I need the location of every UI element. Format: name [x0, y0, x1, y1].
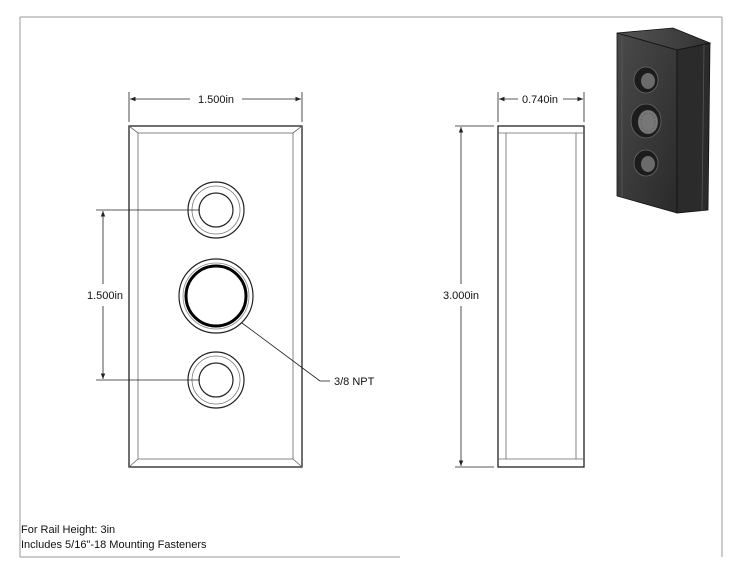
- sheet-border: [19, 16, 723, 558]
- note-rail-height: For Rail Height: 3in: [21, 524, 116, 536]
- front-view-chamfer: [137, 132, 294, 460]
- side-view-outline: [497, 125, 585, 468]
- note-fasteners: Includes 5/16"-18 Mounting Fasteners: [21, 539, 207, 551]
- side-depth-dimension: 0.740in: [497, 92, 585, 122]
- isometric-npt-hole: [630, 103, 662, 139]
- side-height-label: 3.000in: [443, 290, 479, 302]
- hole-spacing-dimension: 1.500in: [87, 209, 200, 381]
- front-width-label: 1.500in: [198, 94, 234, 106]
- isometric-render: [616, 27, 712, 214]
- npt-callout: 3/8 NPT: [241, 322, 375, 388]
- side-view: 0.740in 3.000in: [443, 92, 585, 468]
- isometric-top-hole: [633, 66, 659, 94]
- front-view-outline: [128, 125, 303, 468]
- side-depth-label: 0.740in: [522, 94, 558, 106]
- front-view: 1.500in 1.500in 3/8 NPT: [87, 92, 375, 468]
- npt-callout-label: 3/8 NPT: [334, 376, 375, 388]
- isometric-bottom-hole: [633, 149, 659, 177]
- front-width-dimension: 1.500in: [128, 92, 303, 122]
- npt-threaded-hole: [178, 258, 254, 334]
- drawing-notes: For Rail Height: 3in Includes 5/16"-18 M…: [21, 523, 207, 553]
- side-height-dimension: 3.000in: [443, 125, 494, 468]
- hole-spacing-label: 1.500in: [87, 290, 123, 302]
